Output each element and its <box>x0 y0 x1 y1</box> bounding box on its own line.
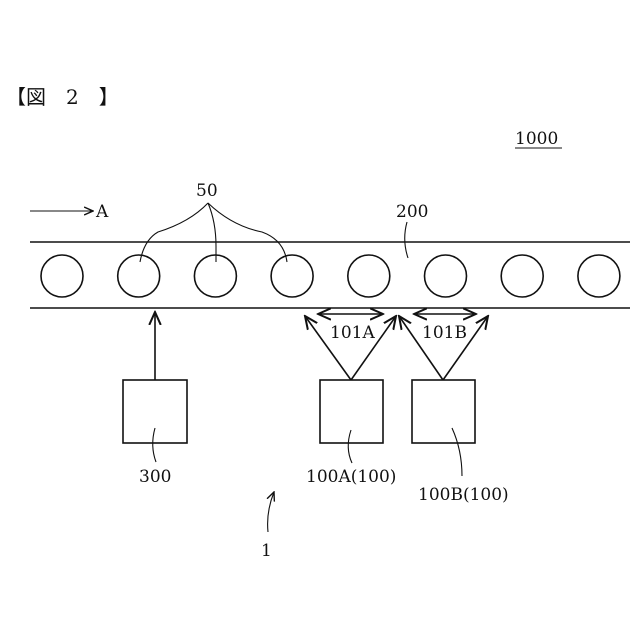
direction-label: A <box>95 202 109 222</box>
conveyed-object <box>194 255 236 297</box>
objects-group <box>41 255 620 297</box>
conveyor-leader-line <box>405 222 408 258</box>
emitter-ref-label: 300 <box>139 467 171 487</box>
unit-a-leader-line <box>348 430 352 463</box>
range-a-label: 101A <box>330 323 375 343</box>
unit-a-box <box>320 380 383 443</box>
conveyed-object <box>118 255 160 297</box>
figure-header: 【図 2 】 <box>6 85 119 109</box>
unit-a-ref-label: 100A(100) <box>306 467 396 487</box>
object-leader-2 <box>208 203 216 262</box>
conveyed-object <box>425 255 467 297</box>
unit-b-ref-label: 100B(100) <box>418 485 509 505</box>
conveyed-object <box>41 255 83 297</box>
conveyed-object <box>578 255 620 297</box>
object-leader-1 <box>140 203 208 262</box>
conveyor-ref-label: 200 <box>396 202 428 222</box>
unit-b-leader-line <box>452 428 462 476</box>
emitter-leader-line <box>153 428 156 462</box>
range-b-label: 101B <box>422 323 467 343</box>
assembly-ref-label: 1 <box>261 541 272 561</box>
unit-b-box <box>412 380 475 443</box>
conveyed-object <box>501 255 543 297</box>
system-ref-label: 1000 <box>515 129 558 149</box>
emitter-box <box>123 380 187 443</box>
conveyed-object <box>271 255 313 297</box>
object-ref-label: 50 <box>196 181 218 201</box>
assembly-leader-arrow <box>268 492 274 532</box>
conveyed-object <box>348 255 390 297</box>
object-leader-3 <box>208 203 287 262</box>
